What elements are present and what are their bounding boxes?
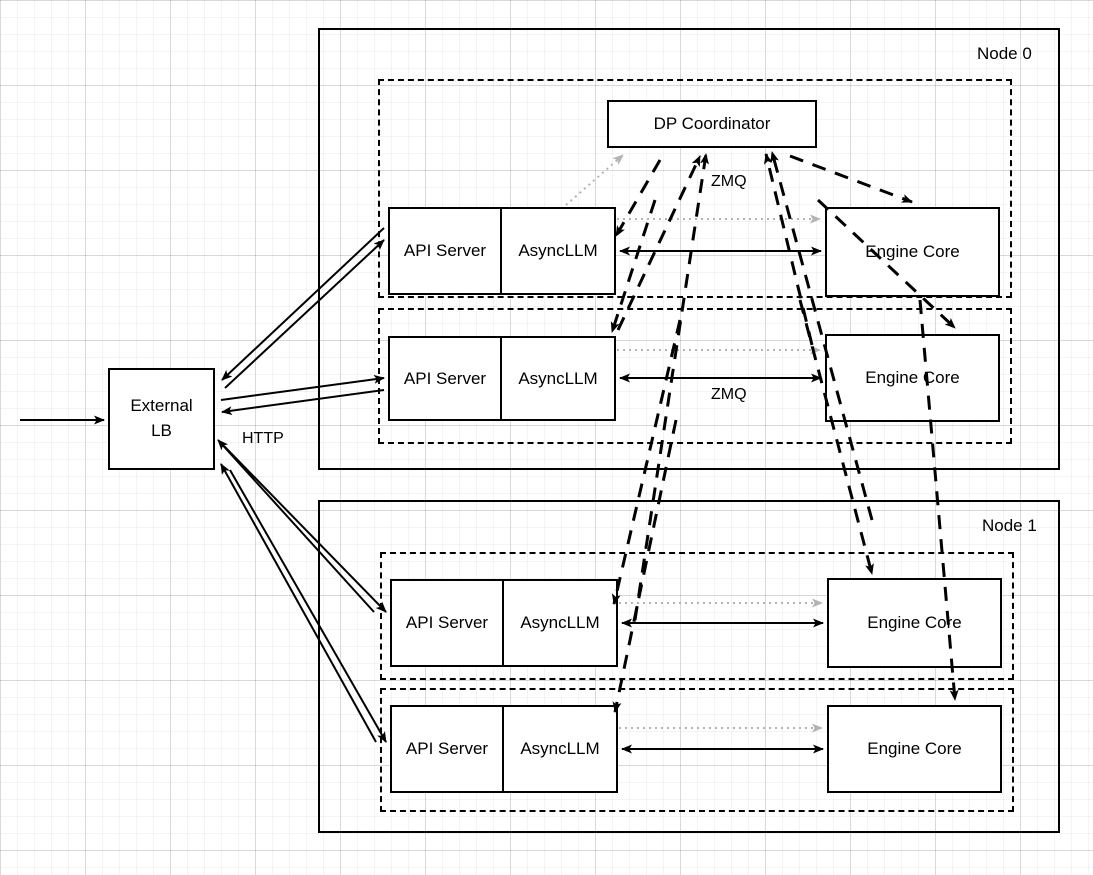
api-server-cell[interactable]: API Server <box>392 581 504 665</box>
http-edge-label: HTTP <box>242 430 284 447</box>
node-0-group-0-api-stack[interactable]: API Server AsyncLLM <box>388 207 616 295</box>
zmq-label-top: ZMQ <box>711 173 747 190</box>
node-0-group-1-engine-core[interactable]: Engine Core <box>825 334 1000 422</box>
api-server-cell[interactable]: API Server <box>390 338 502 419</box>
external-lb-box[interactable]: External LB <box>108 368 215 470</box>
node-1-dp-group-1 <box>380 688 1014 812</box>
async-llm-cell[interactable]: AsyncLLM <box>520 613 600 632</box>
node-1-group-1-engine-core[interactable]: Engine Core <box>827 705 1002 793</box>
node-1-group-1-api-stack[interactable]: API Server AsyncLLM <box>390 705 618 793</box>
node-1-label: Node 1 <box>982 516 1037 535</box>
external-lb-label-line1: External <box>130 396 193 416</box>
api-server-cell[interactable]: API Server <box>392 707 504 791</box>
async-llm-cell[interactable]: AsyncLLM <box>520 739 600 758</box>
node-1-group-0-engine-core[interactable]: Engine Core <box>827 578 1002 668</box>
node-0-label: Node 0 <box>977 44 1032 63</box>
node-0-group-1-api-stack[interactable]: API Server AsyncLLM <box>388 336 616 421</box>
external-lb-label-line2: LB <box>151 421 172 440</box>
async-llm-cell[interactable]: AsyncLLM <box>518 368 598 388</box>
async-llm-cell[interactable]: AsyncLLM <box>518 241 598 260</box>
zmq-label-mid: ZMQ <box>711 386 747 403</box>
node-0-group-0-engine-core[interactable]: Engine Core <box>825 207 1000 297</box>
dp-coordinator-box[interactable]: DP Coordinator <box>607 100 817 148</box>
node-1-group-0-api-stack[interactable]: API Server AsyncLLM <box>390 579 618 667</box>
api-server-cell[interactable]: API Server <box>390 209 502 293</box>
